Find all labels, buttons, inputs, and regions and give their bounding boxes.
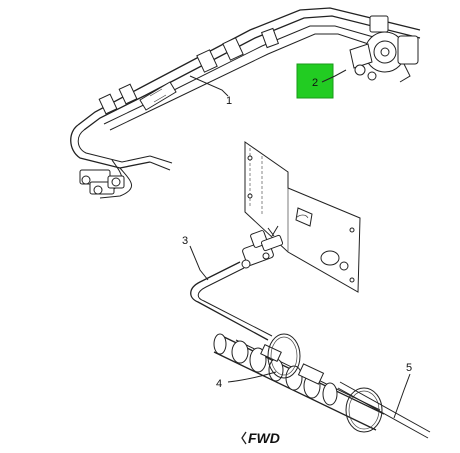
callout-2-label: 2 xyxy=(312,77,318,89)
mounting-plate xyxy=(244,141,361,293)
callout-2-highlight-box xyxy=(296,63,334,99)
callout-1[interactable]: 1 xyxy=(189,75,232,107)
lower-cylinder-assembly xyxy=(213,333,431,439)
callout-3[interactable]: 4 xyxy=(216,371,277,390)
fwd-label: FWD xyxy=(248,430,280,446)
callout-2[interactable]: 2 xyxy=(296,63,347,99)
callout-4[interactable]: 3 xyxy=(182,235,209,281)
upper-tube-assembly xyxy=(70,7,421,199)
forward-arrow-icon xyxy=(241,431,247,445)
valve-fitting xyxy=(241,225,284,269)
callout-4-label: 3 xyxy=(182,235,188,247)
forward-direction-marker: FWD xyxy=(241,430,280,446)
callout-5-label: 5 xyxy=(406,362,412,374)
callout-1-label: 1 xyxy=(226,95,232,107)
tube-4 xyxy=(190,261,273,341)
callout-5[interactable]: 5 xyxy=(393,362,412,419)
callout-3-label: 4 xyxy=(216,378,222,390)
